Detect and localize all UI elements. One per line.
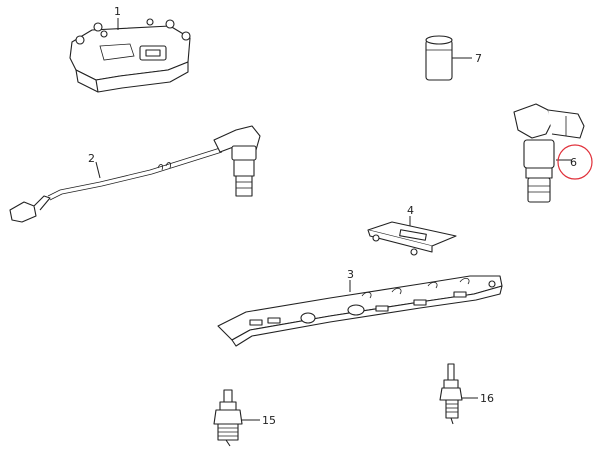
leader-line-2 [95, 161, 101, 179]
part-3-harness-rail[interactable] [217, 275, 503, 347]
callout-7: 7 [475, 52, 482, 65]
part-6-ignition-coil[interactable] [513, 103, 585, 203]
part-7-cylinder[interactable] [425, 35, 453, 81]
highlight-ring [557, 144, 593, 180]
part-15-spark-plug[interactable] [213, 389, 243, 447]
part-4-bracket[interactable] [367, 221, 457, 256]
callout-15: 15 [262, 414, 276, 427]
part-2-ignition-lead[interactable] [9, 125, 261, 223]
callout-1: 1 [114, 5, 121, 18]
part-1-coil-pack[interactable] [69, 18, 191, 93]
callout-16: 16 [480, 392, 494, 405]
callout-4: 4 [407, 204, 414, 217]
callout-6: 6 [570, 156, 577, 169]
callout-3: 3 [347, 268, 354, 281]
part-16-spark-plug[interactable] [439, 363, 463, 425]
callout-2: 2 [88, 152, 95, 165]
